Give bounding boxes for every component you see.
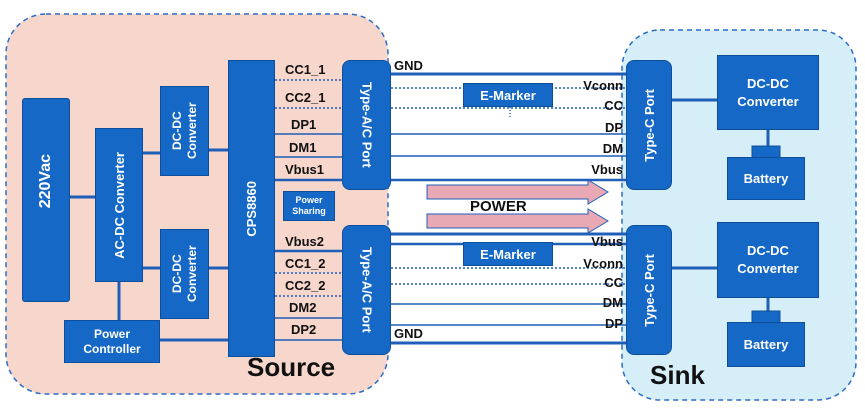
sink-signal-dm-bottom: DM <box>602 295 623 310</box>
sink-signal-vconn-bottom: Vconn <box>583 256 623 271</box>
source-region <box>5 13 389 395</box>
signal-cc2-1: CC2_1 <box>285 90 326 105</box>
sink-signal-vbus-bottom: Vbus <box>591 234 623 249</box>
chip-block: CPS8860 <box>228 60 275 357</box>
sink-signal-cc-bottom: CC <box>604 275 623 290</box>
ac-input-block: 220Vac <box>22 98 70 302</box>
power-controller-label: Power Controller <box>83 326 141 356</box>
sink-dcdc-bottom-label: DC-DC Converter <box>737 243 799 276</box>
signal-dp1: DP1 <box>291 117 317 132</box>
source-port-bottom-label: Type-A/C Port <box>359 247 375 333</box>
sink-signal-vconn-top: Vconn <box>583 78 623 93</box>
source-port-top-block: Type-A/C Port <box>342 60 391 190</box>
signal-cc1-1: CC1_1 <box>285 62 326 77</box>
signal-cc1-2: CC1_2 <box>285 256 326 271</box>
sink-signal-dp-bottom: DP <box>604 316 623 331</box>
sink-dcdc-top-label: DC-DC Converter <box>737 75 799 109</box>
power-arrow-top <box>426 179 609 205</box>
source-port-bottom-block: Type-A/C Port <box>342 225 391 355</box>
sink-port-bottom-label: Type-C Port <box>641 253 657 327</box>
sink-signal-cc-top: CC <box>604 98 623 113</box>
battery-top-label: Battery <box>743 171 789 186</box>
sink-port-top-label: Type-C Port <box>641 88 657 162</box>
ac-dc-converter-label: AC-DC Converter <box>111 151 127 259</box>
signal-dm2: DM2 <box>289 300 317 315</box>
sink-signal-dp-top: DP <box>604 120 623 135</box>
power-sharing-label: Power Sharing <box>292 195 326 216</box>
power-arrows <box>426 179 609 234</box>
power-label: POWER <box>470 198 527 215</box>
signal-cc2-2: CC2_2 <box>285 278 326 293</box>
power-controller-block: Power Controller <box>64 320 160 363</box>
power-arrow-bottom <box>426 208 609 234</box>
source-port-top-label: Type-A/C Port <box>359 82 375 168</box>
signal-vbus2: Vbus2 <box>285 234 325 249</box>
dcdc-converter-top-block: DC-DC Converter <box>160 86 209 176</box>
sink-dcdc-top-block: DC-DC Converter <box>717 55 819 130</box>
dcdc-converter-bottom-block: DC-DC Converter <box>160 229 209 319</box>
chip-to-port-bottom-lines <box>275 249 342 341</box>
chip-label: CPS8860 <box>244 180 259 237</box>
sink-port-bottom-block: Type-C Port <box>626 225 672 355</box>
ac-input-label: 220Vac <box>37 153 54 209</box>
signal-vbus1: Vbus1 <box>285 162 325 177</box>
dcdc-converter-bottom-label: DC-DC Converter <box>169 245 199 303</box>
sink-label: Sink <box>650 360 705 390</box>
source-wiring <box>70 148 228 342</box>
dcdc-converter-top-label: DC-DC Converter <box>169 102 199 160</box>
battery-bottom-block: Battery <box>727 322 805 367</box>
emarker-top-block: E-Marker <box>463 83 553 107</box>
source-label: Source <box>247 352 336 382</box>
emarker-top-label: E-Marker <box>480 87 536 103</box>
sink-port-top-block: Type-C Port <box>626 60 672 190</box>
signal-dm1: DM1 <box>289 140 317 155</box>
power-sharing-block: Power Sharing <box>283 191 335 221</box>
gnd-top-label: GND <box>394 58 423 73</box>
emarker-bottom-label: E-Marker <box>480 246 536 262</box>
chip-to-port-top-lines <box>275 79 342 182</box>
battery-top-block: Battery <box>727 157 805 200</box>
ac-dc-converter-block: AC-DC Converter <box>95 128 143 282</box>
sink-dcdc-bottom-block: DC-DC Converter <box>717 222 819 298</box>
sink-wiring <box>672 98 770 312</box>
emarker-bottom-block: E-Marker <box>463 242 553 266</box>
battery-bottom-label: Battery <box>743 337 789 352</box>
signal-dp2: DP2 <box>291 322 317 337</box>
gnd-bottom-label: GND <box>394 326 423 341</box>
sink-signal-dm-top: DM <box>602 141 623 156</box>
sink-signal-vbus-top: Vbus <box>591 162 623 177</box>
